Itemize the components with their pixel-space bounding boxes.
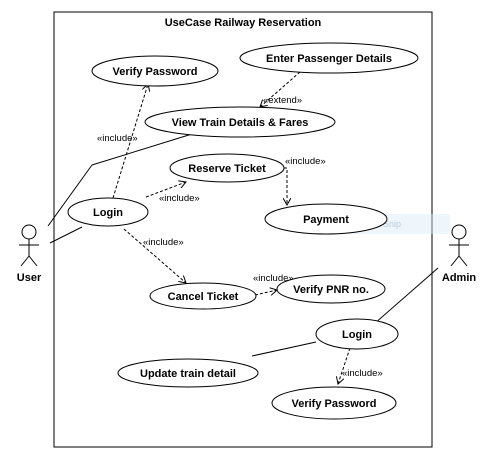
label-include-reserve-payment: «include» (285, 156, 326, 167)
use-case-label: Verify Password (113, 66, 198, 78)
actor-head (451, 224, 467, 240)
label-include-login-verify: «include» (97, 133, 138, 144)
use-case-update-train-detail[interactable]: Update train detail (117, 358, 259, 388)
actor-leg-right (28, 255, 38, 267)
actor-user-label: User (17, 272, 42, 284)
use-case-view-train-details[interactable]: View Train Details & Fares (144, 106, 336, 138)
label-extend-passenger: «extend» (263, 95, 302, 106)
actor-leg-right (458, 255, 468, 267)
system-title: UseCase Railway Reservation (165, 17, 322, 29)
assoc-user-login (49, 226, 83, 244)
actor-leg-left (20, 255, 30, 267)
label-include-login-cancel: «include» (143, 237, 184, 248)
use-case-enter-passenger-details[interactable]: Enter Passenger Details (239, 42, 419, 74)
include-login-cancel-arrow (123, 228, 186, 283)
use-case-payment[interactable]: Payment (264, 203, 388, 235)
use-case-verify-password-top[interactable]: Verify Password (91, 55, 219, 87)
include-cancel-pnr-arrow (254, 290, 277, 296)
use-case-label: Verify Password (292, 398, 377, 410)
system-boundary (53, 11, 433, 448)
use-case-label: Cancel Ticket (168, 291, 239, 303)
actor-admin[interactable]: Admin (442, 224, 477, 284)
use-case-label: Reserve Ticket (188, 163, 266, 175)
actor-user[interactable]: User (17, 224, 42, 284)
use-case-label: Update train detail (140, 368, 236, 380)
include-admin-verify-arrow (338, 347, 351, 384)
use-case-verify-pnr[interactable]: Verify PNR no. (276, 274, 386, 304)
use-case-label: Login (93, 207, 123, 219)
use-case-label: Login (342, 329, 372, 341)
include-reserve-payment-arrow (284, 167, 287, 205)
label-include-cancel-pnr: «include» (253, 273, 294, 284)
use-case-login-admin[interactable]: Login (315, 318, 399, 350)
assoc-update-login (251, 341, 317, 357)
label-include-login-reserve: «include» (159, 193, 200, 204)
actor-admin-label: Admin (442, 272, 477, 284)
actor-head (21, 224, 37, 240)
assoc-admin-login (373, 267, 439, 325)
use-case-label: Enter Passenger Details (266, 53, 392, 65)
actor-leg-left (450, 255, 460, 267)
label-include-admin-verify: «include» (342, 368, 383, 379)
use-case-label: View Train Details & Fares (172, 117, 309, 129)
assoc-user-view (47, 164, 93, 227)
use-case-cancel-ticket[interactable]: Cancel Ticket (149, 282, 257, 310)
include-login-reserve-arrow (145, 182, 186, 198)
use-case-reserve-ticket[interactable]: Reserve Ticket (169, 153, 285, 183)
assoc-user-view-2 (91, 133, 193, 166)
use-case-login-user[interactable]: Login (67, 197, 149, 227)
use-case-label: Verify PNR no. (293, 284, 369, 296)
use-case-verify-password-bottom[interactable]: Verify Password (271, 386, 397, 420)
use-case-label: Payment (303, 214, 349, 226)
extend-passenger-arrow (260, 71, 301, 107)
